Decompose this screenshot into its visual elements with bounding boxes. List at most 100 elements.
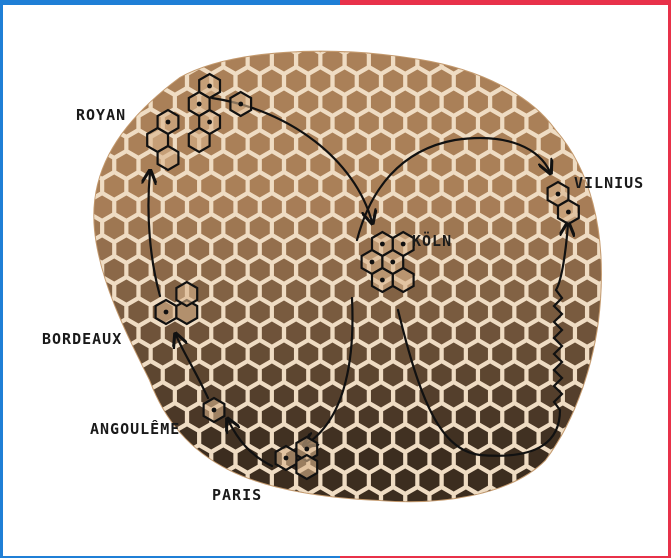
comb-cell — [115, 362, 138, 388]
comb-cell — [358, 488, 381, 514]
hex-dot — [284, 456, 289, 461]
comb-cell — [564, 425, 587, 451]
comb-cell — [127, 467, 150, 493]
hex-dot — [207, 120, 212, 125]
comb-cell — [588, 425, 611, 451]
comb-cell — [91, 362, 114, 388]
comb-cell — [588, 467, 611, 493]
hex-dot — [401, 242, 406, 247]
hex-dot — [164, 310, 169, 315]
comb-cell — [309, 488, 332, 514]
comb-cell — [552, 68, 575, 94]
comb-cell — [576, 110, 599, 136]
comb-cell — [600, 362, 623, 388]
comb-cell — [139, 68, 162, 94]
comb-cell — [152, 467, 175, 493]
comb-cell — [552, 446, 575, 472]
hex-dot — [390, 260, 395, 265]
comb-cell — [103, 383, 126, 409]
comb-cell — [115, 488, 138, 514]
hex-outline — [189, 128, 210, 152]
hex-cluster-angouleme — [204, 398, 225, 422]
comb-cell — [600, 194, 623, 220]
comb-cell — [576, 488, 599, 514]
comb-cell — [491, 47, 514, 73]
comb-cell — [188, 446, 211, 472]
label-vilnius: VILNIUS — [574, 174, 644, 192]
comb-cell — [600, 404, 623, 430]
comb-cell — [515, 47, 538, 73]
comb-cell — [285, 488, 308, 514]
label-angouleme: ANGOULÊME — [90, 419, 180, 438]
comb-cell — [91, 488, 114, 514]
comb-cell — [164, 446, 187, 472]
label-bordeaux: BORDEAUX — [42, 330, 122, 348]
comb-cell — [139, 446, 162, 472]
comb-cell — [152, 47, 175, 73]
hex-dot — [380, 278, 385, 283]
comb-cell — [600, 110, 623, 136]
hex-dot — [370, 260, 375, 265]
comb-cell — [115, 446, 138, 472]
comb-cell — [103, 467, 126, 493]
hex-dot — [566, 210, 571, 215]
comb-cell — [527, 68, 550, 94]
hex-dot — [166, 120, 171, 125]
comb-cell — [79, 47, 102, 73]
comb-cell — [79, 257, 102, 283]
comb-cell — [588, 131, 611, 157]
comb-cell — [115, 68, 138, 94]
comb-cell — [79, 299, 102, 325]
comb-cell — [79, 131, 102, 157]
comb-cell — [503, 488, 525, 514]
comb-cell — [600, 320, 623, 346]
comb-cell — [79, 383, 102, 409]
comb-cell — [261, 488, 284, 514]
comb-cell — [91, 68, 114, 94]
comb-cell — [333, 488, 356, 514]
hex-dot — [207, 84, 212, 89]
comb-cell — [600, 236, 623, 262]
comb-cell — [455, 488, 478, 514]
comb-cell — [552, 488, 575, 514]
comb-cell — [564, 47, 587, 73]
hex-outline — [296, 455, 317, 479]
comb-cell — [576, 68, 599, 94]
hex-outline — [393, 268, 414, 292]
comb-cell — [600, 488, 623, 514]
comb-cell — [479, 488, 502, 514]
comb-cell — [127, 47, 150, 73]
comb-cell — [176, 47, 199, 73]
hex-dot — [238, 102, 243, 107]
comb-cell — [600, 68, 623, 94]
comb-cell — [588, 47, 611, 73]
comb-cell — [79, 467, 102, 493]
hex-dot — [212, 408, 217, 413]
comb-cell — [467, 47, 490, 73]
comb-cell — [527, 488, 550, 514]
comb-cell — [588, 341, 611, 367]
comb-cell — [188, 488, 211, 514]
hex-dot — [197, 102, 202, 107]
hex-outline — [176, 282, 197, 306]
comb-cell — [564, 467, 587, 493]
label-koln: KÖLN — [412, 231, 452, 250]
comb-cell — [564, 89, 587, 115]
comb-cell — [139, 488, 162, 514]
comb-cell — [127, 383, 150, 409]
comb-cell — [576, 404, 599, 430]
hex-dot — [556, 192, 561, 197]
comb-cell — [91, 278, 114, 304]
comb-cell — [540, 467, 563, 493]
comb-cell — [540, 89, 563, 115]
comb-cell — [164, 488, 187, 514]
hex-dot — [380, 242, 385, 247]
comb-cell — [600, 278, 623, 304]
hex-dot — [304, 447, 309, 452]
comb-cell — [103, 47, 126, 73]
comb-cell — [540, 47, 563, 73]
comb-cell — [176, 467, 199, 493]
comb-cell — [588, 89, 611, 115]
comb-cell — [588, 383, 611, 409]
